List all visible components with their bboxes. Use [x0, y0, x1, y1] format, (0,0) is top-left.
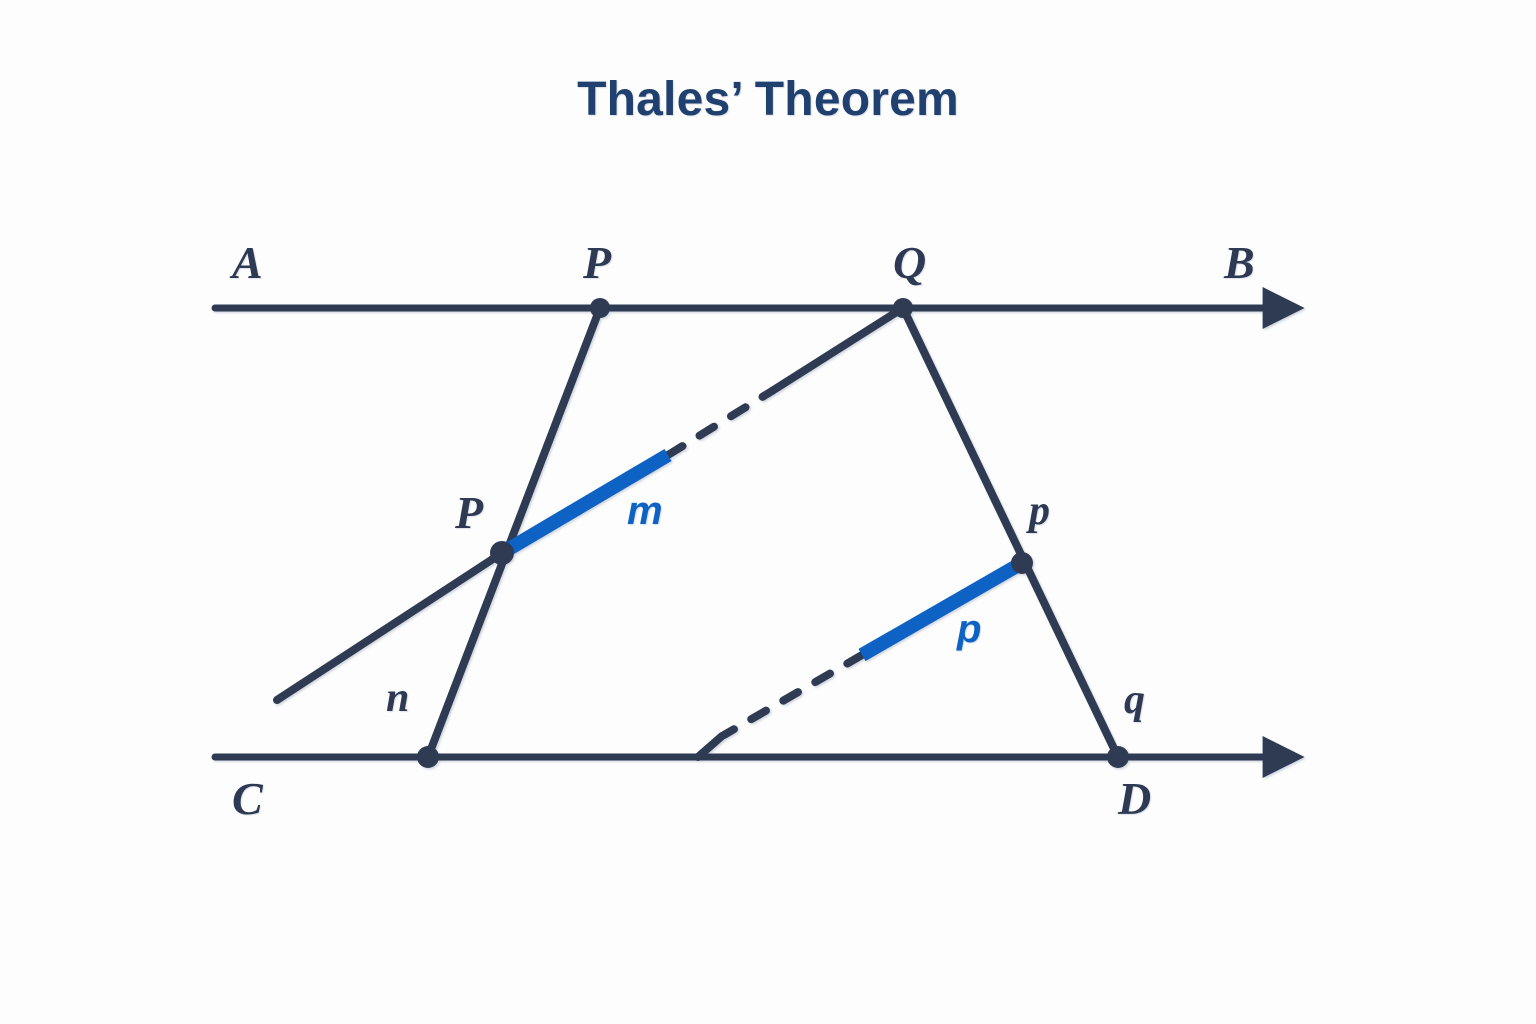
dashed-segment-p-to-cd	[720, 651, 866, 739]
label-p-top: P	[583, 237, 612, 288]
highlight-segment-m	[498, 448, 672, 560]
label-m-accent: m	[627, 489, 663, 533]
vertex-dot-n-bottom	[417, 746, 439, 768]
label-d: D	[1118, 773, 1152, 824]
label-p-accent: p	[957, 607, 982, 651]
label-a: A	[232, 237, 263, 288]
vertex-dot-d-bottom	[1107, 746, 1129, 768]
label-n: n	[386, 675, 410, 721]
segment-dashend-to-cd	[694, 732, 726, 761]
label-b: B	[1224, 237, 1255, 288]
vertex-dot-p-right	[1011, 552, 1033, 574]
vertex-dot-p-inner	[490, 541, 514, 565]
transversal-left	[424, 304, 604, 761]
vertex-dot-p-top	[590, 298, 610, 318]
label-p-inner: P	[455, 487, 484, 538]
dashed-segment-m-to-q	[664, 387, 776, 459]
label-c: C	[232, 773, 263, 824]
ray-into-point-p	[273, 549, 506, 704]
segment-dashend-to-q	[768, 304, 907, 395]
label-p-right: p	[1029, 488, 1050, 534]
page-title: Thales’ Theorem	[577, 73, 959, 126]
label-q-lower: q	[1124, 677, 1145, 723]
label-q-top: Q	[893, 237, 927, 288]
highlight-segment-p	[858, 556, 1026, 662]
transversal-right	[899, 304, 1122, 761]
vertex-dot-q-top	[893, 298, 913, 318]
